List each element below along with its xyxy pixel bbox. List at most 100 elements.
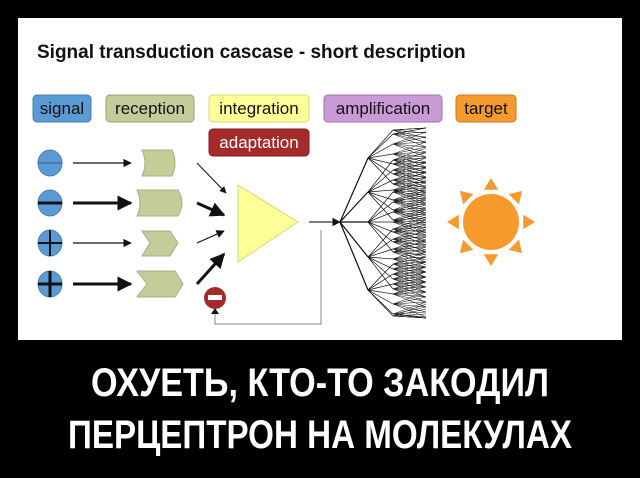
- sun-ray: [483, 254, 499, 266]
- cascade-edge: [392, 219, 427, 234]
- cascade-edge: [392, 276, 427, 285]
- cascade-edge: [339, 157, 369, 223]
- stage-adaptation: adaptation: [208, 128, 310, 157]
- cascade-edge: [367, 191, 394, 223]
- cascade-edge: [367, 228, 394, 258]
- cascade-edge: [392, 224, 427, 233]
- cascade-edge: [392, 209, 427, 213]
- stage-reception: reception: [105, 94, 195, 123]
- stage-target: target: [455, 94, 517, 123]
- cascade-edge: [392, 187, 427, 201]
- cascade-edge: [367, 256, 394, 260]
- cascade-edge: [392, 301, 427, 315]
- cascade-edge: [367, 179, 394, 193]
- cascade-edge: [392, 286, 427, 295]
- receptor-concave-2: [136, 189, 183, 217]
- signal-molecules: [37, 149, 63, 298]
- caption-line-2: ПЕРЦЕПТРОН НА МОЛЕКУЛАХ: [68, 413, 572, 457]
- cascade-edge: [367, 221, 394, 233]
- cascade-edge: [339, 221, 369, 258]
- receptor-chevron-2: [135, 270, 184, 298]
- cascade-edge: [392, 226, 427, 240]
- cascade-edge: [367, 157, 394, 175]
- cascade-edge: [392, 231, 427, 240]
- cascade-edge: [392, 236, 427, 240]
- signal-plus-thin-icon: [37, 229, 63, 257]
- cascade-edge: [367, 211, 394, 223]
- cascade-edge: [392, 313, 427, 317]
- cascade-edge: [367, 238, 394, 258]
- receptor-arrows: [195, 162, 227, 286]
- cascade-edge: [392, 157, 427, 171]
- cascade-edge: [367, 153, 394, 159]
- cascade-edge: [392, 296, 427, 305]
- cascade-edge: [367, 159, 394, 193]
- cascade-edge: [367, 289, 394, 295]
- cascade-edge: [392, 152, 427, 161]
- cascade-edge: [367, 221, 394, 253]
- stage-integration: integration: [208, 94, 310, 123]
- cascade-edge: [392, 131, 427, 145]
- cascade-edge: [392, 183, 427, 198]
- cascade-edge: [392, 251, 427, 261]
- cascade-edge: [392, 281, 427, 295]
- cascade-edge: [367, 191, 394, 201]
- cascade-edge: [392, 204, 427, 213]
- cascade-edge: [392, 291, 427, 305]
- cascade-edge: [392, 141, 427, 145]
- cascade-edge: [392, 246, 427, 260]
- cascade-edge: [392, 189, 427, 193]
- cascade-edge: [392, 236, 427, 250]
- cascade-edge: [392, 271, 427, 275]
- cascade-edge: [367, 256, 394, 290]
- stage-label: adaptation: [219, 133, 298, 152]
- cascade-edge: [392, 201, 427, 206]
- cascade-edge: [392, 167, 427, 181]
- cascade-edge: [392, 303, 427, 308]
- cascade-edge: [392, 246, 427, 250]
- cascade-edge: [367, 129, 394, 159]
- cascade-edge: [392, 281, 427, 285]
- cascade-edge: [339, 221, 369, 291]
- cascade-edge: [392, 261, 427, 265]
- sun-ray: [447, 214, 459, 230]
- cascade-edge: [392, 214, 427, 223]
- receptor-chevron-1: [141, 230, 179, 257]
- cascade-edge: [392, 202, 427, 211]
- cascade-edge: [392, 143, 427, 148]
- cascade-edge: [392, 231, 427, 236]
- cascade-edge: [367, 289, 394, 305]
- cascade-edge: [367, 191, 394, 211]
- cascade-edge: [392, 169, 427, 174]
- cascade-edge: [392, 199, 427, 213]
- cascade-edge: [392, 251, 427, 266]
- cascade-edge: [392, 209, 427, 223]
- cascade-edge: [392, 219, 427, 233]
- cascade-edge: [392, 249, 427, 253]
- cascade-edge: [392, 189, 427, 194]
- sun-ray: [459, 190, 474, 205]
- cascade-edge: [392, 197, 427, 201]
- cascade-edge: [392, 273, 427, 278]
- stage-label: integration: [219, 99, 298, 118]
- cascade-edge: [367, 201, 394, 223]
- cascade-edge: [367, 169, 394, 193]
- receptors: [135, 149, 184, 298]
- cascade-edge: [392, 283, 427, 288]
- cascade-edge: [392, 157, 427, 161]
- sun-ray: [483, 178, 499, 190]
- sun-ray: [508, 190, 523, 205]
- cascade-edge: [392, 197, 427, 211]
- cascade-edge: [392, 141, 427, 155]
- cascade-edge: [367, 221, 394, 243]
- stop-sign-icon: [204, 287, 226, 309]
- cascade-edge: [392, 239, 427, 243]
- diagram-panel: [18, 18, 622, 340]
- cascade-edge: [392, 217, 427, 221]
- sun-ray: [459, 239, 474, 254]
- sun-ray: [523, 214, 535, 230]
- cascade-edge: [392, 187, 427, 191]
- cascade-edge: [392, 239, 427, 253]
- cascade-edge: [392, 251, 427, 260]
